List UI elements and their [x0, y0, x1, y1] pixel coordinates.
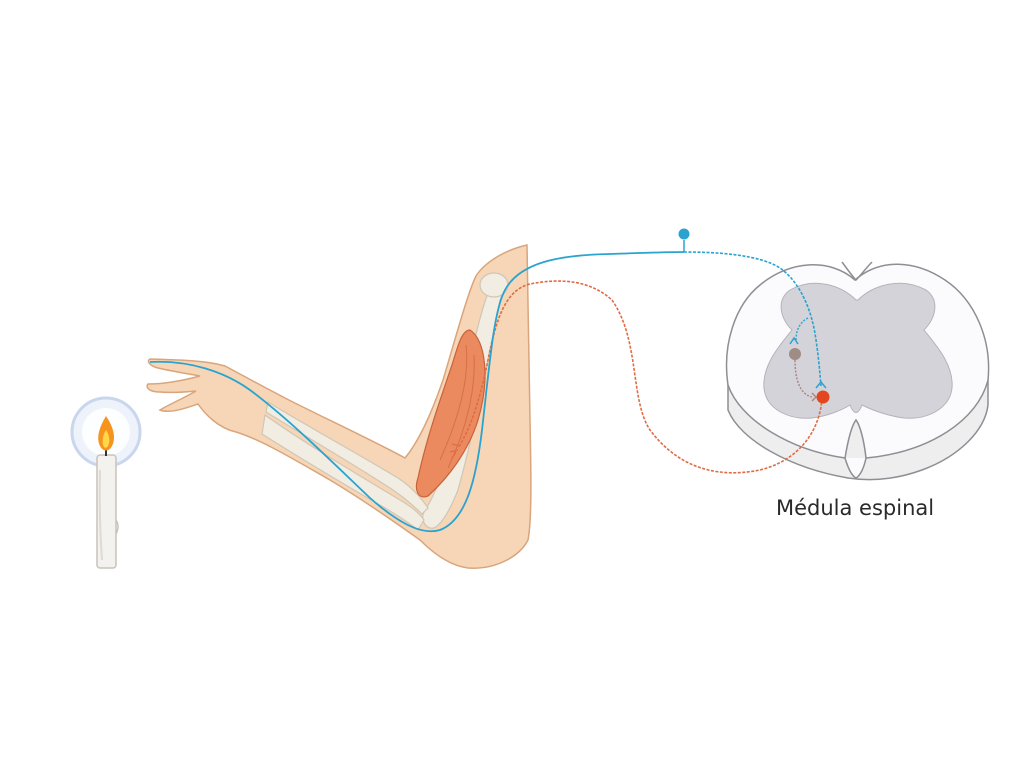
- synapse-motor-neuron: [815, 380, 827, 389]
- synapse-interneuron: [789, 336, 799, 345]
- sensory-neuron-axon: [683, 251, 822, 387]
- interneuron-cell-body: [789, 348, 801, 360]
- spinal-cord-cross-section: [725, 261, 990, 481]
- grey-matter: [763, 282, 953, 419]
- ulna-bone: [265, 401, 429, 515]
- sensory-neuron-ganglion: [678, 228, 690, 240]
- biceps-muscle: [415, 329, 486, 498]
- spinal-cord-label: Médula espinal: [776, 496, 935, 520]
- candle-icon: [70, 396, 142, 569]
- sensory-neuron-dendrite: [149, 251, 685, 533]
- arm: [146, 244, 532, 569]
- flame-icon: [98, 416, 114, 451]
- interneuron-axon: [794, 359, 813, 398]
- motor-neuron-cell-body: [816, 390, 830, 404]
- motor-neuron-axon: [457, 280, 823, 474]
